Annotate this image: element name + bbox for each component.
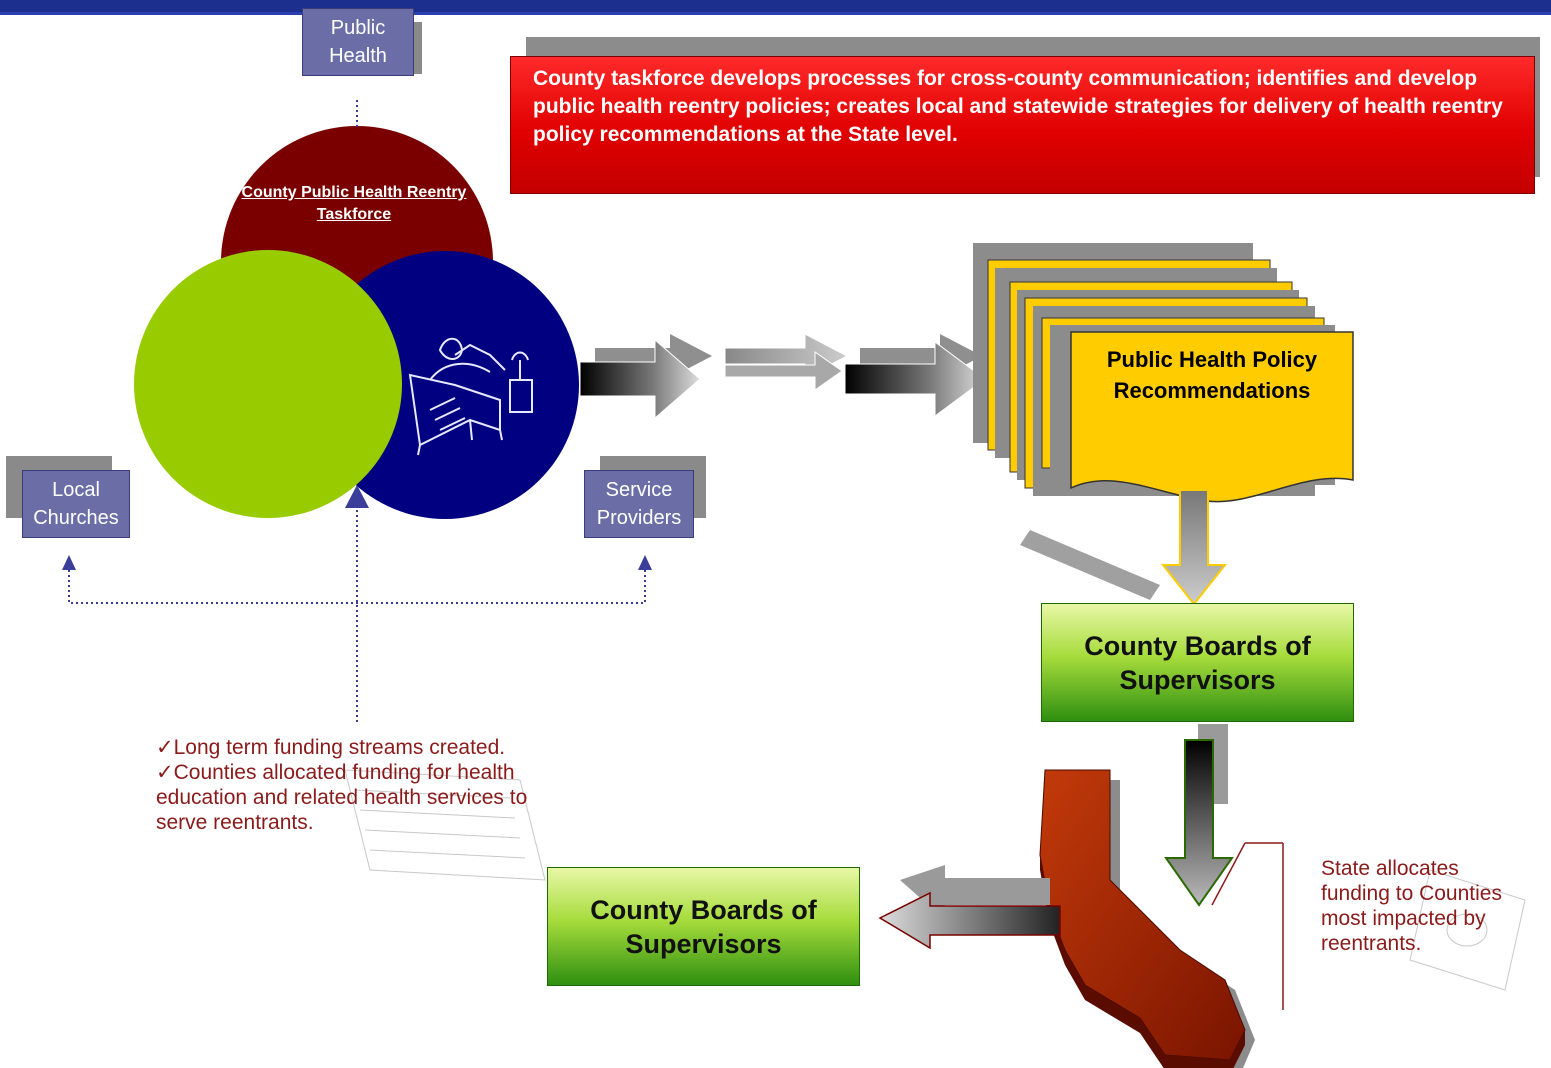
arrow-head-up-left: [62, 555, 76, 570]
funding-note-1: ✓Long term funding streams created.: [156, 736, 506, 759]
tag-service-providers: Service Providers: [584, 470, 694, 538]
money-bill-icon: [344, 769, 1526, 991]
tag-local-churches: Local Churches: [22, 470, 130, 538]
patient-bed-icon: [408, 337, 533, 456]
arrow-down-to-state: [1164, 739, 1234, 907]
tag-local-churches-line-1: Local: [52, 479, 100, 501]
county-boards-bottom-label: County Boards of Supervisors: [590, 894, 817, 959]
county-boards-top-label: County Boards of Supervisors: [1084, 630, 1311, 695]
tag-public-health-line-2: Health: [329, 45, 387, 67]
california-map-icon: [1039, 769, 1255, 1068]
county-boards-top: County Boards of Supervisors: [1041, 603, 1354, 722]
arrow-left-to-board: [878, 891, 1061, 950]
county-boards-bottom: County Boards of Supervisors: [547, 867, 860, 986]
tag-service-providers-line-1: Service: [605, 479, 673, 501]
tag-public-health-line-1: Public: [330, 17, 386, 39]
policy-document-stack: [973, 243, 1354, 503]
taskforce-title: County Public Health Reentry Taskforce: [241, 184, 467, 223]
arrow-head-up-right: [638, 555, 652, 570]
tag-public-health: Public Health: [302, 8, 414, 76]
policy-title: Public Health Policy Recommendations: [1106, 347, 1318, 403]
tag-local-churches-line-2: Churches: [33, 507, 119, 529]
arrow-head-up-center: [345, 485, 369, 508]
funding-note-2: ✓Counties allocated funding for health e…: [156, 761, 528, 834]
funding-notes: ✓Long term funding streams created. ✓Cou…: [156, 735, 576, 835]
state-callout-line: [1211, 842, 1284, 1010]
tag-service-providers-line-2: Providers: [596, 507, 682, 529]
state-allocation-note: State allocates funding to Counties most…: [1321, 857, 1502, 955]
flow-arrows-horizontal: [579, 333, 986, 420]
arrow-down-to-board: [1160, 489, 1228, 606]
green-circle: [134, 250, 402, 518]
taskforce-description: County taskforce develops processes for …: [510, 56, 1535, 194]
